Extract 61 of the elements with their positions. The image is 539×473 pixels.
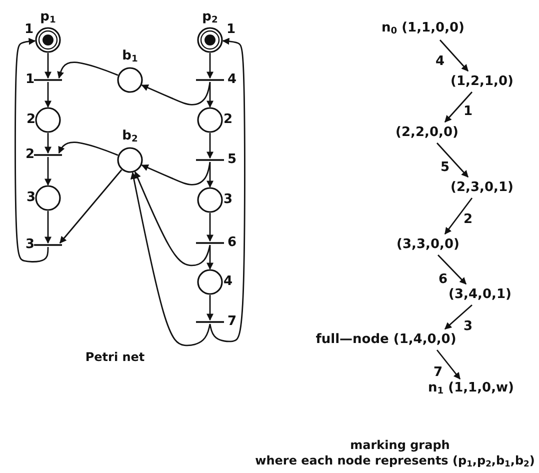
arrow (209, 38, 246, 342)
place-label: 4 (223, 275, 233, 289)
arrow (444, 198, 473, 235)
arrow (206, 162, 214, 188)
arrow (438, 254, 466, 284)
place (23, 11, 61, 53)
diagram-caption: Petri net (85, 349, 145, 365)
place-label: p$_{2}$ (202, 10, 218, 28)
arrow (206, 82, 214, 108)
arrow (58, 142, 118, 156)
arrow (44, 133, 52, 154)
transition-label: 1 (25, 73, 35, 87)
arrow (206, 53, 214, 79)
transition-label: 6 (227, 236, 237, 250)
diagram-caption: marking graph (350, 437, 450, 453)
arrow (436, 350, 461, 380)
arrow (436, 142, 469, 178)
place-label: p$_{1}$ (40, 10, 56, 28)
marking-label: n$_{1}$ (1,1,0,w) (428, 380, 514, 400)
place-label: 3 (223, 193, 233, 207)
marking-label: (3,3,0,0) (396, 237, 460, 253)
place-number: 1 (226, 23, 236, 37)
arrow (444, 92, 473, 123)
transition-label: 4 (227, 73, 237, 87)
place-label: b$_{1}$ (122, 50, 138, 66)
marking-label: (2,2,0,0) (396, 125, 458, 141)
place-label: 2 (223, 113, 233, 127)
place-label: 2 (26, 113, 36, 127)
marking-label: n$_{0}$ (1,1,0,0) (382, 20, 464, 40)
arrow (44, 82, 52, 108)
marking-label: (3,4,0,1) (448, 287, 512, 303)
place-label: b$_{2}$ (122, 130, 138, 146)
marking-label: full—node (1,4,0,0) (316, 332, 456, 348)
arrow (57, 62, 118, 79)
marking-label: (2,3,0,1) (450, 180, 514, 196)
arrow (444, 304, 472, 330)
arrow (206, 295, 214, 321)
caption-note: where each node represents (p$_{1}$,p$_{2}$,b$_{1}$,b$_{2}$) (255, 452, 535, 470)
arrow (134, 171, 211, 266)
arrow (44, 157, 52, 186)
place-label: 3 (26, 191, 36, 205)
place (117, 130, 143, 173)
marking-label: (1,2,1,0) (450, 74, 514, 90)
arrow (14, 38, 49, 262)
arrow (44, 211, 52, 244)
place (117, 50, 143, 93)
transition-label: 5 (227, 153, 237, 167)
transition-label: 2 (25, 148, 35, 162)
transition-label: 7 (227, 315, 237, 329)
transition-label: 3 (25, 238, 35, 252)
place-number: 1 (24, 23, 34, 37)
place (197, 11, 237, 53)
arrow (206, 245, 214, 270)
arrow (439, 40, 469, 72)
arrow (130, 172, 211, 346)
arrow (141, 82, 211, 106)
arrow (141, 162, 211, 186)
arrow (206, 133, 214, 159)
arrow (59, 169, 122, 244)
arrow (44, 53, 52, 79)
arrow (206, 213, 214, 242)
